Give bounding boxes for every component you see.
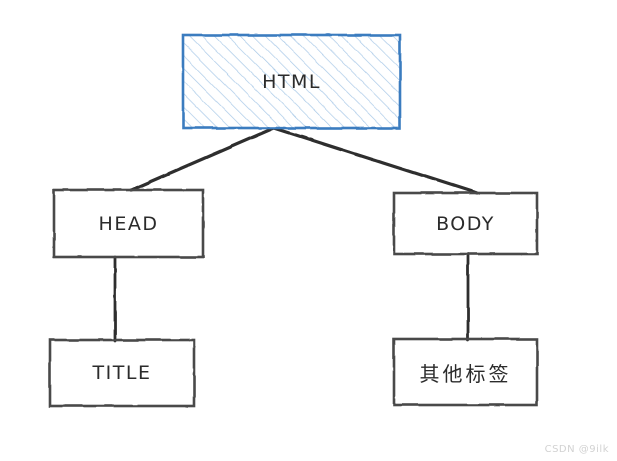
watermark: CSDN @9ilk xyxy=(544,444,609,455)
node-box-html[interactable] xyxy=(181,33,402,130)
edge-html-body xyxy=(272,126,479,195)
edge-html-head xyxy=(129,126,276,192)
node-box-other-tags[interactable] xyxy=(392,337,539,407)
node-box-title[interactable] xyxy=(48,338,196,408)
node-box-head[interactable] xyxy=(52,188,205,259)
node-box-body[interactable] xyxy=(392,191,539,256)
